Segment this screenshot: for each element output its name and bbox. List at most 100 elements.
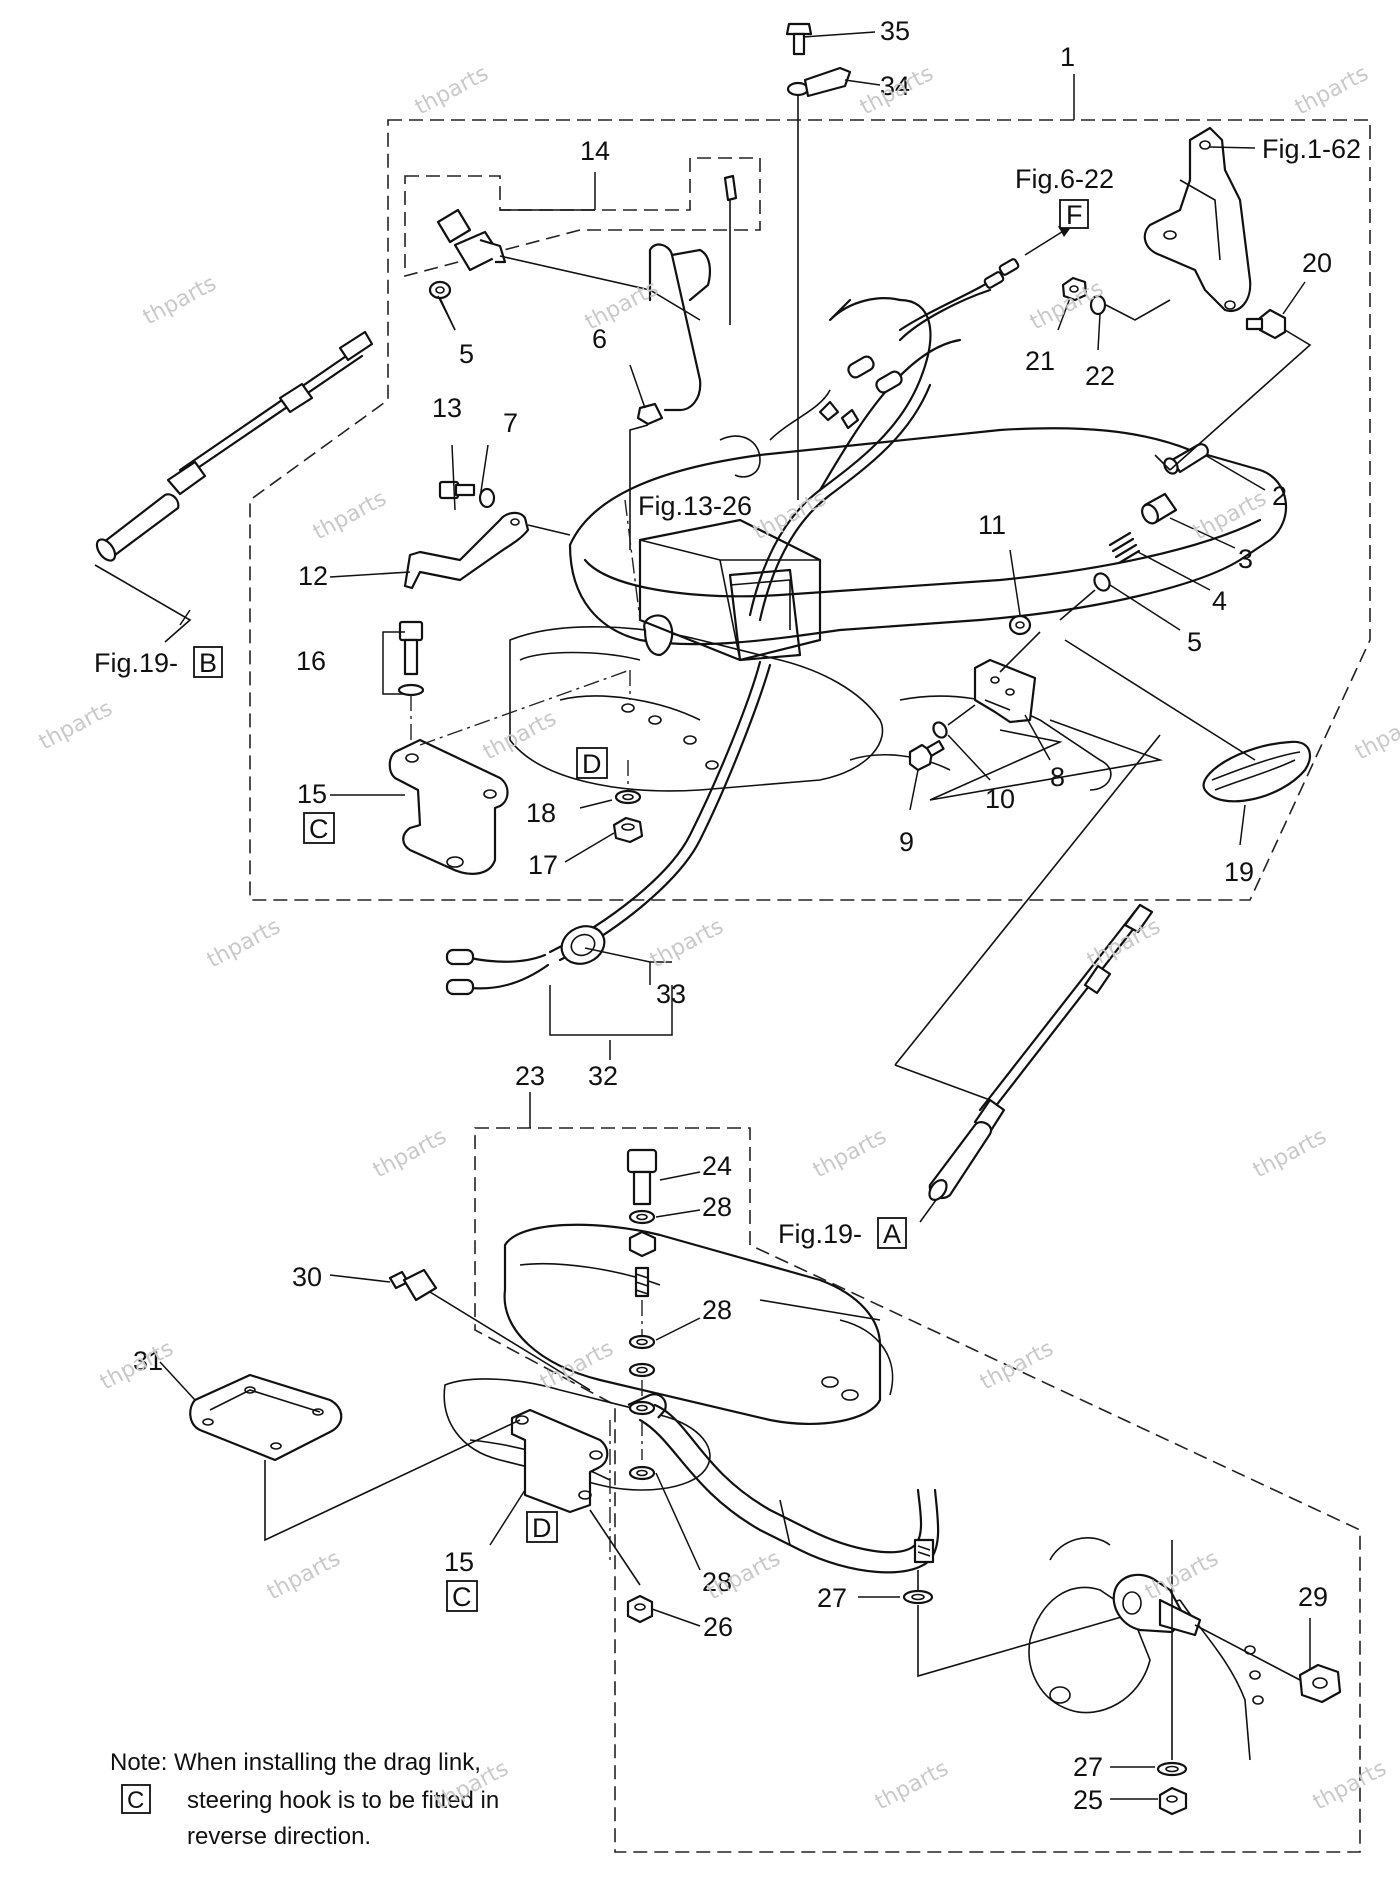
leader-network-upper xyxy=(94,329,1312,1101)
transom-bracket-body xyxy=(509,243,1288,792)
part-14-cable-end xyxy=(436,174,738,325)
callout-28b: 28 xyxy=(702,1295,732,1325)
watermark-27: thparts xyxy=(1309,1756,1391,1815)
steering-arm xyxy=(1112,1540,1301,1760)
callout-5b: 5 xyxy=(1187,627,1202,657)
callout-11: 11 xyxy=(978,510,1006,540)
watermark-26: thparts xyxy=(871,1756,953,1815)
box-d-upper xyxy=(576,747,608,779)
part-18-washer xyxy=(614,789,642,805)
callout-3: 3 xyxy=(1238,544,1253,574)
letter-c-upper: C xyxy=(309,814,329,844)
watermark-13: thparts xyxy=(203,914,285,973)
part-26-nut xyxy=(626,1594,654,1624)
watermark-18: thparts xyxy=(1249,1124,1331,1183)
callout-29: 29 xyxy=(1298,1582,1328,1612)
callout-21: 21 xyxy=(1025,346,1055,376)
watermark-15: thparts xyxy=(1083,914,1165,973)
part-27-washer-lower xyxy=(1156,1761,1188,1777)
note-letter-c: C xyxy=(127,1787,144,1814)
callout-4: 4 xyxy=(1212,586,1227,616)
callout-leaders xyxy=(159,31,1311,1800)
watermark-10: thparts xyxy=(35,696,117,755)
watermark-5: thparts xyxy=(581,276,663,335)
note-box-c xyxy=(121,1784,151,1814)
watermark-22: thparts xyxy=(263,1546,345,1605)
ref-fig-19-b: Fig.19- xyxy=(94,648,178,678)
part-35-screw xyxy=(785,22,813,56)
watermarks: thparts thparts thparts thparts thparts … xyxy=(35,61,1400,1815)
callout-17: 17 xyxy=(528,850,558,880)
letter-c-lower: C xyxy=(452,1582,472,1612)
part-15-steering-hook-upper xyxy=(388,738,509,875)
part-8-plate xyxy=(973,658,1037,724)
callout-35: 35 xyxy=(880,16,910,46)
ref-fig-19-b-box xyxy=(193,646,223,678)
box-c-lower xyxy=(446,1580,478,1612)
callout-10: 10 xyxy=(985,784,1015,814)
callout-18: 18 xyxy=(526,798,556,828)
callout-24: 24 xyxy=(702,1151,732,1181)
watermark-2: thparts xyxy=(856,61,938,120)
part-7-washer xyxy=(478,487,496,509)
ref-fig-1-62: Fig.1-62 xyxy=(1262,134,1361,164)
callout-8: 8 xyxy=(1050,762,1065,792)
callout-14: 14 xyxy=(580,136,610,166)
harness-upper xyxy=(748,226,1072,622)
note-line-3: reverse direction. xyxy=(187,1823,371,1850)
callout-numbers: 1 2 3 4 5 5 6 7 8 9 10 11 12 13 14 15 15… xyxy=(133,16,1332,1815)
box-d-lower xyxy=(526,1511,558,1543)
part-6-nut xyxy=(636,402,664,426)
boxed-letters: C D D C xyxy=(303,747,608,1612)
callout-12: 12 xyxy=(298,561,328,591)
part-25-nut xyxy=(1158,1786,1188,1816)
callout-26: 26 xyxy=(703,1612,733,1642)
watermark-17: thparts xyxy=(809,1124,891,1183)
ref-fig-19-a-box xyxy=(877,1217,907,1249)
callout-28c: 28 xyxy=(702,1567,732,1597)
watermark-23: thparts xyxy=(703,1546,785,1605)
note-line-2: steering hook is to be fitted in xyxy=(187,1787,499,1814)
watermark-9: thparts xyxy=(1189,486,1271,545)
watermark-8: thparts xyxy=(749,486,831,545)
callout-30: 30 xyxy=(292,1262,322,1292)
assembly-1-boundary xyxy=(249,74,1371,901)
callout-15a: 15 xyxy=(297,779,327,809)
part-12-lever xyxy=(403,511,571,590)
watermark-21: thparts xyxy=(976,1336,1058,1395)
part-17-nut xyxy=(612,816,644,844)
cable-a xyxy=(928,903,1154,1201)
callout-19: 19 xyxy=(1224,857,1254,887)
watermark-19: thparts xyxy=(96,1336,178,1395)
ref-fig-13-26: Fig.13-26 xyxy=(638,491,752,521)
ref-fig-6-22: Fig.6-22 xyxy=(1015,164,1114,194)
part-22-washer xyxy=(1089,294,1107,316)
callout-23: 23 xyxy=(515,1061,545,1091)
watermark-4: thparts xyxy=(139,271,221,330)
callout-7: 7 xyxy=(503,408,518,438)
callout-27a: 27 xyxy=(817,1583,847,1613)
callout-32: 32 xyxy=(588,1061,618,1091)
ref-fig-19-a: Fig.19- xyxy=(778,1219,862,1249)
part-30-fitting xyxy=(388,1268,591,1391)
watermark-11: thparts xyxy=(479,706,561,765)
watermark-3: thparts xyxy=(1291,61,1373,120)
part-21-nut xyxy=(1061,276,1088,302)
part-31-plate xyxy=(189,1373,343,1462)
callout-22: 22 xyxy=(1085,361,1115,391)
watermark-20: thparts xyxy=(536,1336,618,1395)
watermark-12: thparts xyxy=(1351,706,1400,765)
ref-fig-6-22-box xyxy=(1059,199,1089,229)
part-20-bolt xyxy=(1245,308,1287,340)
part-5-nut-upper xyxy=(428,280,452,300)
figure-references: Fig.1-62 Fig.6-22 F Fig.13-26 Fig.19- B … xyxy=(94,134,1361,1249)
callout-27b: 27 xyxy=(1073,1752,1103,1782)
harness-32 xyxy=(445,660,772,996)
watermark-24: thparts xyxy=(1141,1546,1223,1605)
part-4-spring xyxy=(1108,531,1141,565)
part-13-bolt xyxy=(438,480,476,500)
letter-d-lower: D xyxy=(532,1513,552,1543)
callout-13: 13 xyxy=(432,393,462,423)
ref-fig-6-22-letter: F xyxy=(1066,200,1083,230)
